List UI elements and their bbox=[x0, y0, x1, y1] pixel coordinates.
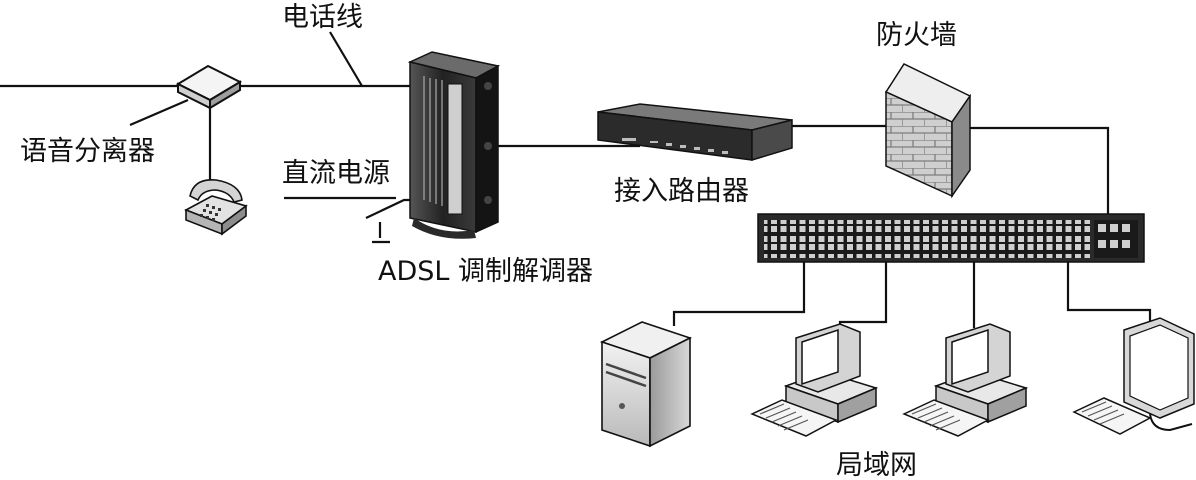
firewall-label: 防火墙 bbox=[876, 20, 957, 51]
server-tower-icon bbox=[599, 321, 693, 448]
switch-to-server-wire bbox=[672, 262, 806, 326]
desktop-computer-icon bbox=[750, 323, 879, 437]
splitter-label: 语音分离器 bbox=[20, 136, 155, 167]
wires bbox=[0, 31, 1152, 338]
brick-wall-icon bbox=[884, 63, 972, 199]
adsl-modem-icon bbox=[407, 51, 501, 239]
phone-line-pointer bbox=[329, 31, 363, 87]
router-label: 接入路由器 bbox=[614, 176, 749, 207]
splitter-pointer bbox=[129, 98, 189, 127]
telephone-icon bbox=[184, 179, 248, 236]
desktop-computer-icon bbox=[902, 323, 1029, 437]
lcd-monitor-icon bbox=[1072, 317, 1195, 435]
dc-power-label: 直流电源 bbox=[282, 158, 390, 189]
adsl-modem-label: ADSL 调制解调器 bbox=[378, 256, 593, 287]
lan-label: 局域网 bbox=[836, 450, 917, 480]
phone-line-label: 电话线 bbox=[282, 2, 363, 33]
router-icon bbox=[597, 103, 793, 162]
firewall-to-switch-wire bbox=[970, 126, 1110, 222]
switch-to-monitor-wire bbox=[1066, 262, 1152, 324]
splitter-icon bbox=[175, 64, 243, 110]
dc-power-plug bbox=[372, 222, 390, 244]
network-switch-icon bbox=[757, 213, 1145, 263]
